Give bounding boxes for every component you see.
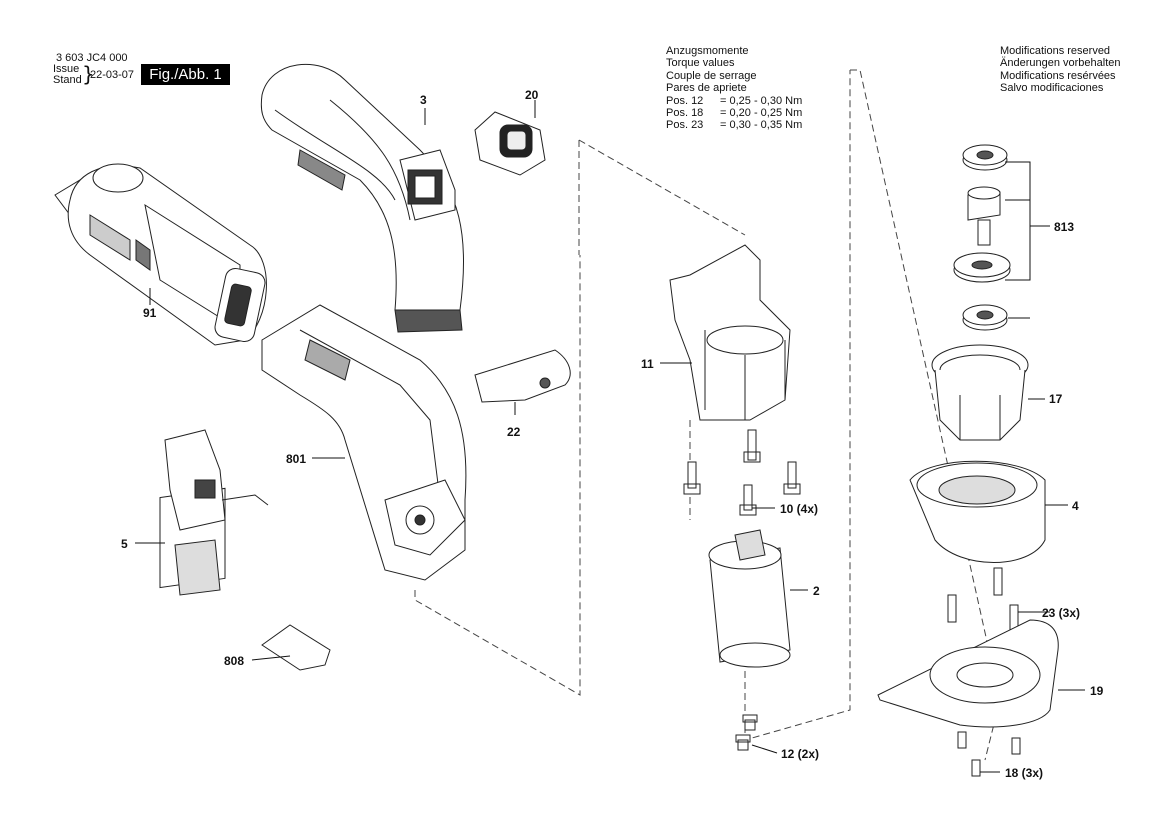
assembly-dashline (744, 70, 851, 741)
label-part-18: 18 (3x) (1005, 766, 1044, 780)
torque-pos: Pos. 18 (666, 107, 704, 120)
document-number: 3 603 JC4 000 (56, 52, 128, 64)
label-part-3: 3 (420, 93, 427, 107)
part-22-clip (474, 349, 571, 403)
part-4-lower-shell (909, 460, 1046, 563)
part-19-sanding-plate (877, 619, 1059, 728)
issue-date: 22-03-07 (90, 69, 135, 81)
part-23-screws (947, 567, 1019, 633)
figure-label: Fig./Abb. 1 (141, 64, 230, 85)
torque-row: Pos. 12 = 0,25 - 0,30 Nm (666, 95, 802, 107)
label-part-19: 19 (1090, 684, 1104, 698)
notice-line: Modifications reserved (1000, 45, 1111, 57)
assembly-dashline (850, 69, 1001, 761)
part-17-bearing-cage (931, 344, 1029, 441)
label-part-91: 91 (143, 306, 157, 320)
torque-pos: Pos. 12 (666, 94, 704, 107)
torque-title-fr: Couple de serrage (666, 69, 757, 82)
label-part-22: 22 (507, 425, 521, 439)
torque-value: = 0,20 - 0,25 Nm (720, 107, 803, 120)
label-part-10: 10 (4x) (780, 502, 819, 516)
issue-label: Issue (53, 63, 80, 75)
part-12-screws (735, 714, 758, 751)
part-2-motor (708, 529, 791, 668)
issue-stand-label: Issue Stand (53, 64, 82, 86)
torque-title-es: Pares de apriete (666, 82, 747, 95)
notice-line: Modifications resérvées (1000, 69, 1116, 82)
label-part-4: 4 (1072, 499, 1079, 513)
torque-row: Pos. 23 = 0,30 - 0,35 Nm (666, 119, 802, 131)
label-part-20: 20 (525, 88, 539, 102)
label-part-801: 801 (286, 452, 307, 466)
label-part-808: 808 (224, 654, 245, 668)
label-part-5: 5 (121, 537, 128, 551)
part-3-upper-housing (260, 63, 465, 333)
part-801-lower-housing (261, 304, 467, 581)
part-5-electronic-module (159, 429, 269, 596)
torque-row: Pos. 18 = 0,20 - 0,25 Nm (666, 107, 802, 119)
notice-line: Änderungen vorbehalten (1000, 57, 1121, 70)
torque-block: Anzugsmomente Torque values Couple de se… (666, 45, 802, 132)
label-part-17: 17 (1049, 392, 1063, 406)
label-part-813: 813 (1054, 220, 1075, 234)
torque-title-de: Anzugsmomente (666, 45, 749, 57)
assembly-dashline (414, 255, 581, 696)
part-11-motor-holder (669, 244, 791, 421)
label-part-11: 11 (641, 357, 654, 371)
torque-value: = 0,25 - 0,30 Nm (720, 94, 803, 107)
torque-title-en: Torque values (666, 57, 735, 70)
part-18-screws (957, 731, 1021, 777)
part-20-switch-cap (474, 111, 546, 176)
part-808-insulation-sheet (261, 624, 331, 671)
modifications-notice: Modifications reserved Änderungen vorbeh… (1000, 45, 1120, 95)
brace-glyph: } (82, 62, 95, 86)
label-part-2: 2 (813, 584, 820, 598)
label-part-23: 23 (3x) (1042, 606, 1081, 620)
label-part-12: 12 (2x) (781, 747, 820, 761)
leader-lines (135, 100, 1085, 773)
part-813-bearing-set (953, 144, 1011, 331)
part-91-battery-pack (54, 163, 267, 346)
notice-line: Salvo modificaciones (1000, 82, 1104, 95)
part-10-screws (683, 429, 801, 516)
stand-label: Stand (53, 74, 82, 86)
torque-pos: Pos. 23 (666, 119, 704, 132)
torque-value: = 0,30 - 0,35 Nm (720, 119, 803, 132)
